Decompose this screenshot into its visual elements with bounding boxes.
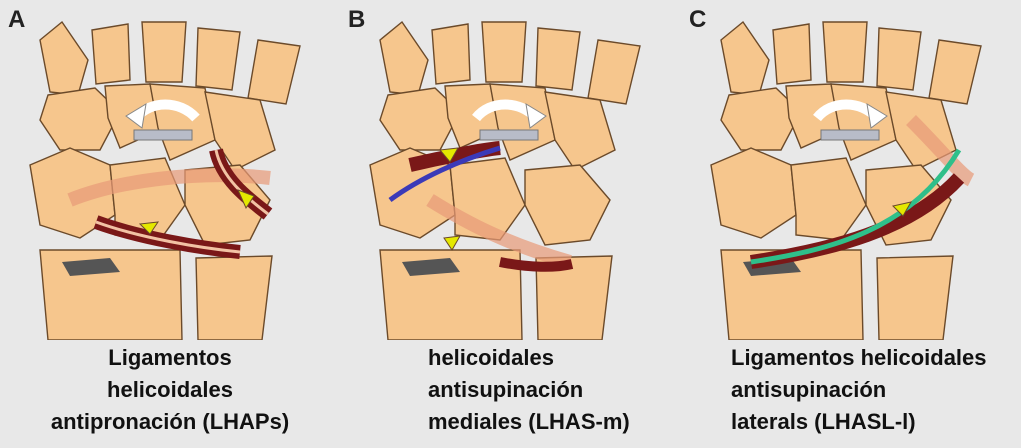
caption-c-line-3: laterals (LHASL-l) xyxy=(731,406,987,438)
caption-a-line-2: helicoidales xyxy=(0,374,340,406)
wrist-diagram-c xyxy=(681,0,1021,340)
caption-c-line-2: antisupinación xyxy=(731,374,987,406)
caption-a-line-3: antipronación (LHAPs) xyxy=(0,406,340,438)
hamate xyxy=(545,92,615,170)
caption-c-line-1: Ligamentos helicoidales xyxy=(731,342,987,374)
panel-letter-a: A xyxy=(8,6,25,34)
caption-a: Ligamentos helicoidales antipronación (L… xyxy=(0,342,340,438)
caption-b-line-3: mediales (LHAS-m) xyxy=(428,406,630,438)
ulna xyxy=(196,256,272,340)
caption-b-line-2: antisupinación xyxy=(428,374,630,406)
caption-a-line-1: Ligamentos xyxy=(0,342,340,374)
metacarpal-5 xyxy=(248,40,300,104)
ligament-lower-b xyxy=(500,262,572,267)
metacarpal-4 xyxy=(196,28,240,90)
metacarpal-5 xyxy=(588,40,640,104)
scaphoid xyxy=(711,148,796,238)
metacarpal-1 xyxy=(721,22,769,95)
caption-b: helicoidales antisupinación mediales (LH… xyxy=(428,342,630,438)
metacarpal-3 xyxy=(823,22,867,82)
ulna xyxy=(877,256,953,340)
caption-b-line-1: helicoidales xyxy=(428,342,630,374)
panel-a: A Ligamentos helicoidales antipronación … xyxy=(0,0,340,448)
panel-letter-c: C xyxy=(689,6,706,34)
panel-c: C Ligamentos helicoidales antisupinación… xyxy=(681,0,1021,448)
lunate xyxy=(791,158,866,240)
metacarpal-2 xyxy=(92,24,130,84)
metacarpal-5 xyxy=(929,40,981,104)
metacarpal-2 xyxy=(432,24,470,84)
metacarpal-4 xyxy=(536,28,580,90)
panel-letter-b: B xyxy=(348,6,365,34)
metacarpal-2 xyxy=(773,24,811,84)
triquetrum xyxy=(525,165,610,245)
metacarpal-1 xyxy=(380,22,428,95)
panel-b: B helicoidales antisupinación mediales (… xyxy=(340,0,680,448)
metacarpal-3 xyxy=(482,22,526,82)
metacarpal-4 xyxy=(877,28,921,90)
metacarpal-1 xyxy=(40,22,88,95)
caption-c: Ligamentos helicoidales antisupinación l… xyxy=(731,342,987,438)
yellow-arrow-b2 xyxy=(444,236,460,250)
metacarpal-3 xyxy=(142,22,186,82)
wrist-diagram-b xyxy=(340,0,680,340)
wrist-diagram-a xyxy=(0,0,340,340)
